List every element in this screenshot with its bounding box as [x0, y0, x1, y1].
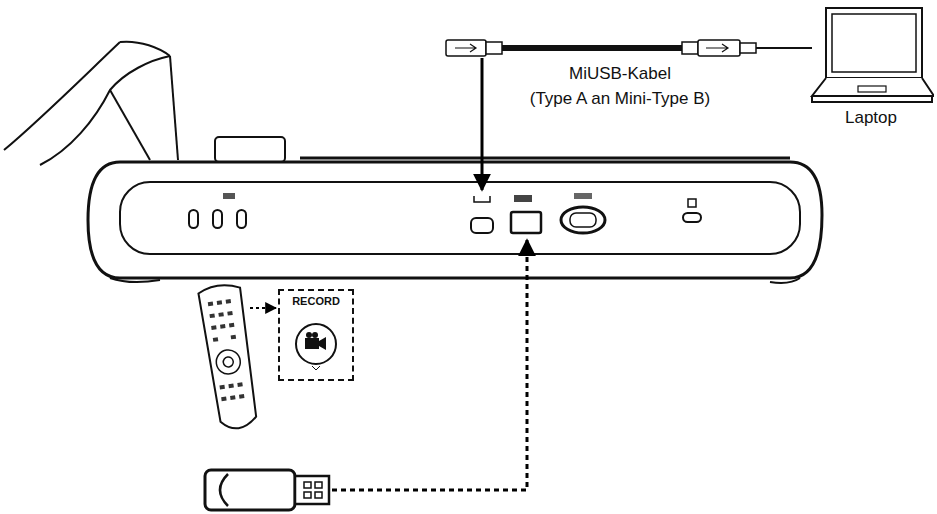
usb-cable — [446, 40, 812, 56]
callout-arrow — [250, 307, 276, 309]
usb-stick-arrow — [332, 240, 527, 490]
laptop-outline — [808, 4, 934, 109]
port-panel — [120, 182, 800, 254]
remote-control — [198, 283, 260, 431]
laptop-screen — [826, 8, 922, 78]
audio-port — [683, 199, 701, 222]
device-label: Laptop — [808, 108, 934, 128]
connect-arrow — [481, 58, 484, 190]
video-port — [561, 193, 605, 233]
usb-a-port — [511, 195, 541, 233]
camera-arm — [4, 42, 178, 165]
laptop: Laptop — [808, 4, 934, 134]
button-label: RECORD — [280, 295, 352, 307]
callout-box: RECORD — [278, 289, 354, 381]
mini-usb-port — [471, 196, 493, 233]
usb-stick — [205, 470, 329, 510]
laptop-base — [812, 78, 934, 96]
device-body — [88, 162, 822, 278]
dc-ports — [189, 193, 246, 228]
cable-label: MiUSB-Kabel — [569, 64, 671, 84]
record-button — [296, 324, 336, 370]
knob — [215, 137, 285, 162]
cable-label: (Type A an Mini-Type B) — [530, 89, 710, 109]
top-plate — [300, 157, 790, 160]
